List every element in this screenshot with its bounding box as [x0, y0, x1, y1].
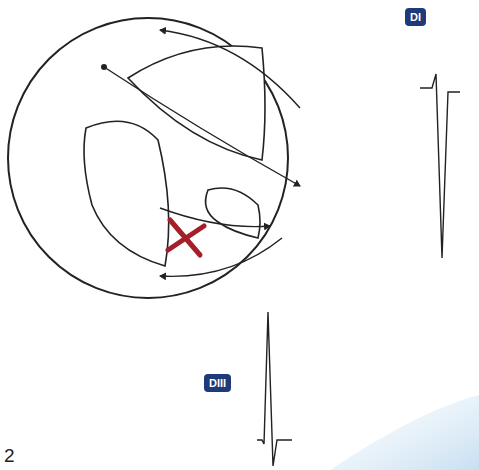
decor-swoosh [330, 395, 479, 470]
ecg-trace [257, 312, 292, 466]
ventricle-shape [84, 121, 169, 266]
conduction-arrow [160, 30, 300, 108]
lead-name: DIII [209, 377, 226, 389]
figure-number: 2 [4, 446, 15, 466]
lead-name: DI [410, 11, 421, 23]
block-mark [168, 220, 204, 255]
ventricle-shape [206, 188, 260, 238]
heart-outline [8, 18, 288, 298]
conduction-arrow [104, 67, 300, 186]
lead-badge: DIII [204, 374, 231, 392]
ecg-trace [420, 74, 460, 258]
lead-badge: DI [405, 8, 426, 26]
